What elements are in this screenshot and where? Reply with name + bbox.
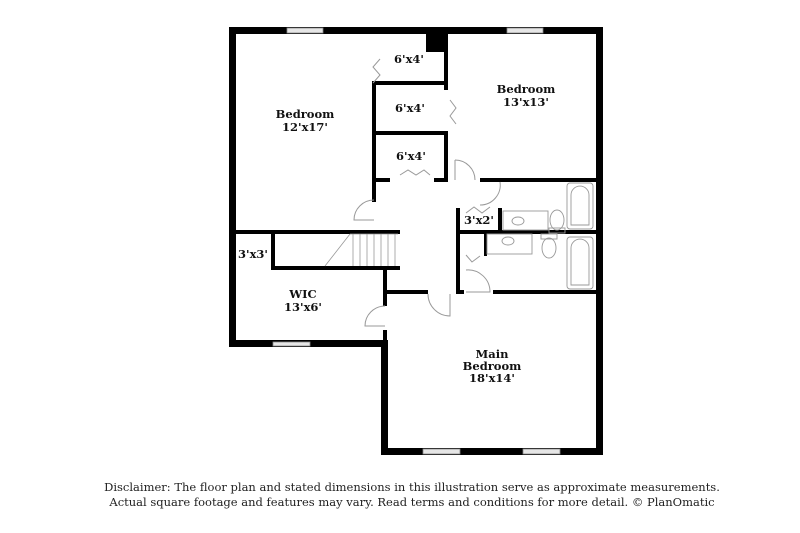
windows [272, 27, 561, 455]
wic-name: WIC [288, 287, 316, 301]
main-bedroom-dims: 18'x14' [469, 371, 515, 385]
bedroom-right-dims: 13'x13' [503, 95, 549, 109]
stairs [324, 233, 398, 267]
bath-fixtures [486, 182, 594, 290]
bedroom-left-dims: 12'x17' [282, 120, 328, 134]
main-bedroom-name-2: Bedroom [463, 359, 522, 373]
disclaimer-line-2: Actual square footage and features may v… [109, 495, 715, 509]
bedroom-right-name: Bedroom [497, 82, 556, 96]
room-labels: Bedroom 12'x17' Bedroom 13'x13' 6'x4' 6'… [238, 52, 555, 385]
wic-dims: 13'x6' [284, 300, 322, 314]
doors [353, 58, 501, 327]
bedroom-left-name: Bedroom [276, 107, 335, 121]
closet-small-dims: 3'x2' [464, 213, 494, 227]
closet-stair-dims: 3'x3' [238, 247, 268, 261]
main-bedroom-name-1: Main [476, 347, 510, 361]
closet-1-dims: 6'x4' [394, 52, 424, 66]
closet-2-dims: 6'x4' [395, 101, 425, 115]
closet-3-dims: 6'x4' [396, 149, 426, 163]
disclaimer-line-1: Disclaimer: The floor plan and stated di… [104, 480, 720, 494]
